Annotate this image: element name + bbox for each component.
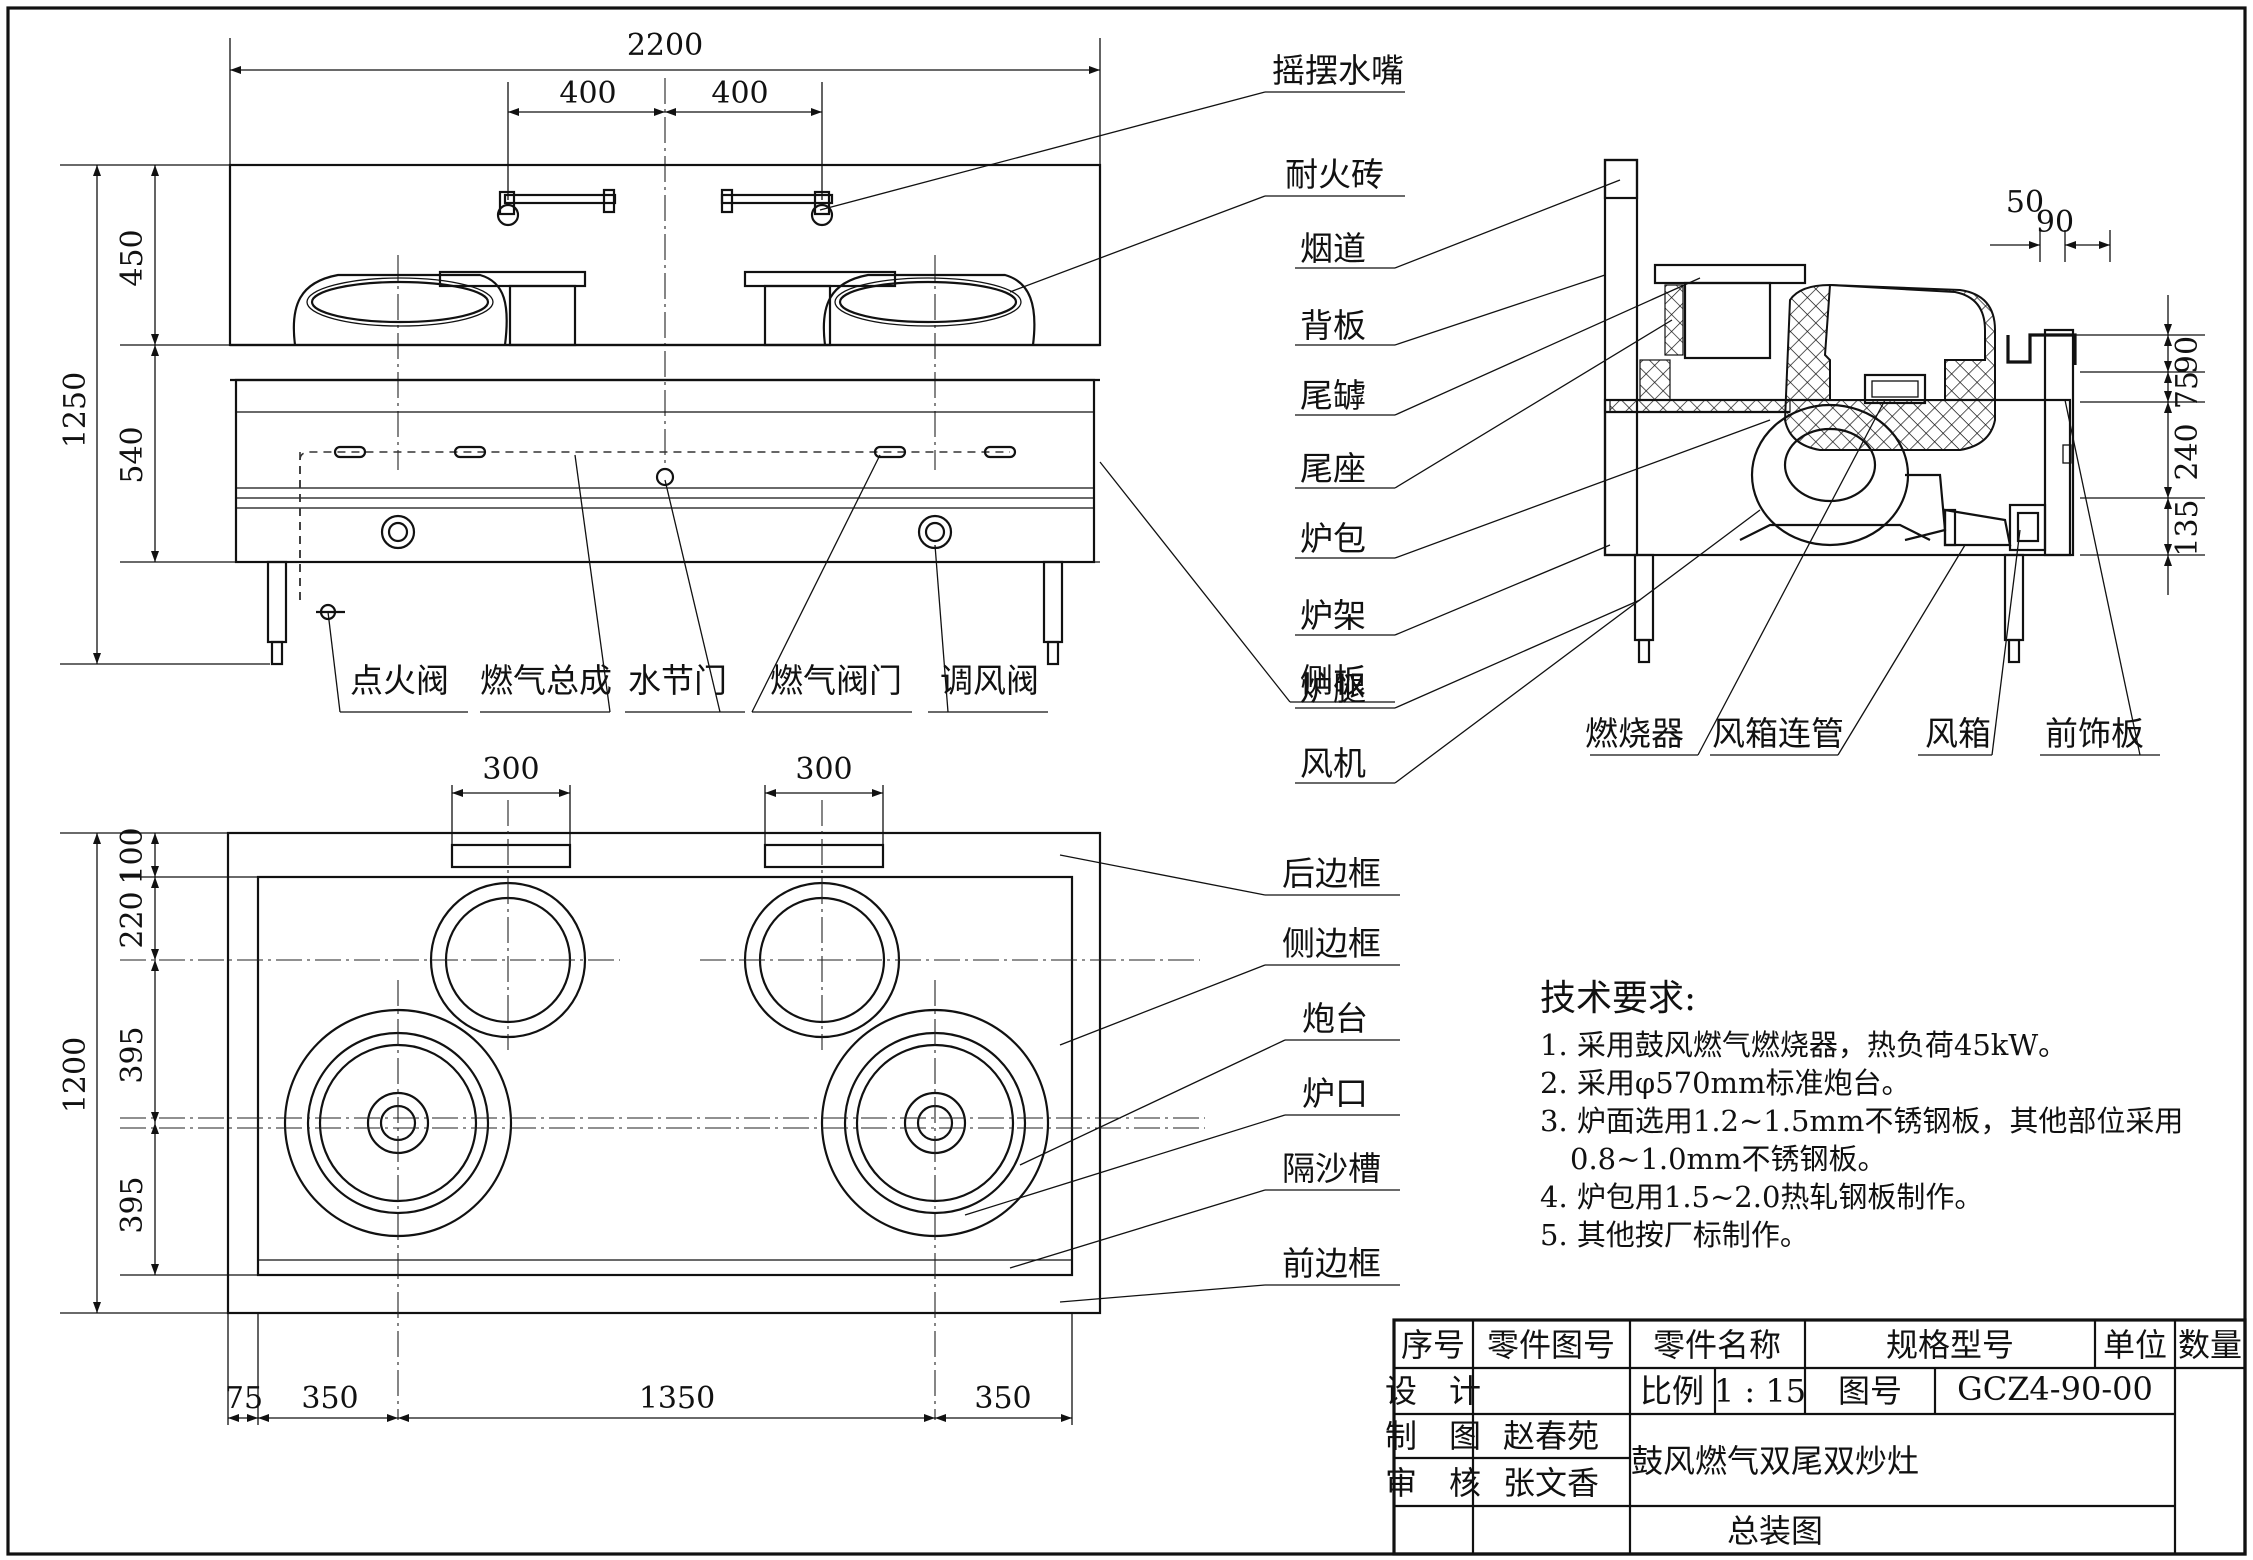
dim-overall-width: 2200: [627, 28, 703, 63]
dim-d50: 50: [2006, 185, 2044, 220]
dim-b1350: 1350: [639, 1381, 715, 1416]
tb-drawn-by: 赵春苑: [1503, 1417, 1599, 1455]
tb-drawn-label: 制 图: [1385, 1417, 1481, 1455]
tech-req-item: 5. 其他按厂标制作。: [1540, 1218, 1809, 1252]
callout-furnace-body: 炉包: [1300, 519, 1366, 558]
dim-d75: 75: [2170, 371, 2205, 409]
dim-width-300-left: 300: [482, 752, 539, 787]
faucet-right: [720, 188, 834, 227]
tb-scale-label: 比例: [1640, 1372, 1704, 1410]
callout-air-damper: 调风阀: [940, 661, 1039, 700]
dim-d135: 135: [2170, 499, 2205, 556]
tb-checked-label: 审 核: [1385, 1464, 1481, 1502]
callout-side-frame: 侧边框: [1282, 924, 1381, 963]
callout-flue: 烟道: [1300, 229, 1366, 268]
title-block: 序号 零件图号 零件名称 规格型号 单位 数量 设 计 比例 1 : 15 图号…: [1385, 1318, 2247, 1556]
dim-d395b: 395: [115, 1176, 150, 1233]
tb-design: 设 计: [1385, 1372, 1481, 1410]
tb-h-seq: 序号: [1401, 1326, 1465, 1364]
tb-h-unit: 单位: [2103, 1326, 2167, 1364]
tb-scale-value: 1 : 15: [1714, 1372, 1806, 1410]
callout-side-panel: 侧板: [1300, 661, 1366, 700]
callout-swing-faucet: 摇摆水嘴: [1272, 51, 1404, 90]
callout-tail-pot: 尾罅: [1300, 376, 1366, 415]
callout-frame: 炉架: [1300, 596, 1366, 635]
dim-b350-right: 350: [974, 1381, 1031, 1416]
callout-gas-manifold: 燃气总成: [480, 661, 612, 700]
callout-air-pipe: 风箱连管: [1712, 714, 1844, 753]
callout-firebrick: 耐火砖: [1285, 155, 1384, 194]
callout-air-box: 风箱: [1925, 714, 1991, 753]
tb-h-qty: 数量: [2178, 1326, 2242, 1364]
callout-gas-valve: 燃气阀门: [770, 661, 902, 700]
tb-sheet-title: 总装图: [1727, 1512, 1823, 1550]
tech-req-title: 技术要求:: [1540, 978, 1696, 1019]
dim-d90a: 90: [2036, 205, 2074, 240]
tb-drawing-no-label: 图号: [1838, 1372, 1902, 1410]
tech-req-item: 4. 炉包用1.5~2.0热轧钢板制作。: [1540, 1180, 1983, 1214]
callout-front-frame: 前边框: [1282, 1244, 1381, 1283]
tb-product-name: 鼓风燃气双尾双炒灶: [1631, 1442, 1919, 1480]
dim-d240: 240: [2170, 423, 2205, 480]
callout-burner: 燃烧器: [1585, 714, 1684, 753]
sheet-border: [6, 6, 2247, 1556]
callout-blower: 风机: [1300, 744, 1366, 783]
dim-d90b: 90: [2170, 336, 2205, 374]
dim-b75: 75: [225, 1381, 263, 1416]
callout-sand-trough: 隔沙槽: [1282, 1149, 1381, 1188]
tb-h-spec: 规格型号: [1886, 1326, 2014, 1364]
dim-d220: 220: [115, 891, 150, 948]
tech-req-item: 0.8~1.0mm不锈钢板。: [1570, 1142, 1887, 1176]
dim-d395a: 395: [115, 1026, 150, 1083]
callout-rear-frame: 后边框: [1282, 854, 1381, 893]
tb-drawing-no: GCZ4-90-00: [1957, 1370, 2153, 1408]
dim-upper-height: 450: [115, 229, 150, 286]
callout-tail-seat: 尾座: [1300, 449, 1366, 488]
tech-requirements: 技术要求: 1. 采用鼓风燃气燃烧器，热负荷45kW。 2. 采用φ570mm标…: [1540, 978, 2183, 1252]
tech-req-item: 3. 炉面选用1.2~1.5mm不锈钢板，其他部位采用: [1540, 1104, 2183, 1138]
side-view: 50 90 90 75 240 135: [1295, 158, 2205, 784]
dim-b350-left: 350: [301, 1381, 358, 1416]
dim-total-height: 1250: [58, 372, 93, 448]
callout-front-trim: 前饰板: [2045, 714, 2144, 753]
faucet-left: [496, 188, 617, 227]
tech-req-item: 1. 采用鼓风燃气燃烧器，热负荷45kW。: [1540, 1028, 2067, 1062]
callout-back-panel: 背板: [1300, 306, 1366, 345]
tb-checked-by: 张文香: [1503, 1464, 1599, 1502]
dim-spout-right: 400: [711, 76, 768, 111]
callout-water-valve: 水节门: [628, 661, 727, 700]
dim-spout-left: 400: [559, 76, 616, 111]
tech-req-item: 2. 采用φ570mm标准炮台。: [1540, 1066, 1911, 1100]
callout-ignition-valve: 点火阀: [350, 661, 449, 700]
dim-d100: 100: [115, 827, 150, 884]
tb-h-part-no: 零件图号: [1487, 1326, 1615, 1364]
dim-lower-height: 540: [115, 426, 150, 483]
callout-burner-port: 炉口: [1302, 1074, 1368, 1113]
front-view: 2200 400 400: [58, 28, 1405, 713]
dim-width-300-right: 300: [795, 752, 852, 787]
callout-leg: 炉腿: [1300, 669, 1366, 708]
tb-h-part-name: 零件名称: [1653, 1326, 1781, 1364]
callout-wok-stand: 炮台: [1302, 999, 1368, 1038]
top-view: 300 300 1200 100 220 395 395 75 350 1350…: [58, 752, 1400, 1425]
dim-depth-total: 1200: [58, 1037, 93, 1113]
